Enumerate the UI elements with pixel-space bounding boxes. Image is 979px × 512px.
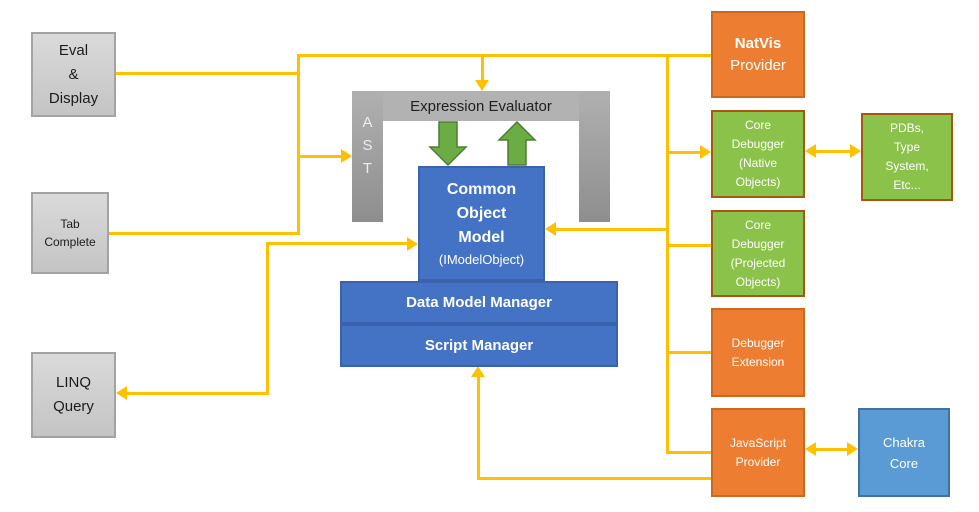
node-core-debugger-projected: Core Debugger (Projected Objects) (711, 210, 805, 297)
green-data-flow-arrows-icon (428, 121, 537, 166)
node-expression-evaluator-label: Expression Evaluator (410, 97, 552, 115)
node-eval-display: Eval & Display (31, 32, 116, 117)
node-natvis-provider-title: NatVis (734, 34, 782, 52)
node-ast-label: A S T (362, 114, 373, 177)
node-javascript-provider: JavaScript Provider (711, 408, 805, 497)
node-natvis-provider: NatVis Provider (711, 11, 805, 98)
connector-debugger-extension-stub (669, 351, 711, 354)
arrowhead-into-ast-icon (341, 149, 352, 163)
node-ast-pillar: A S T (352, 91, 383, 222)
connector-linq-horizontal (127, 392, 268, 395)
node-pdbs-type-system-label: PDBs, Type System, Etc... (885, 121, 929, 192)
connector-core-projected-stub (669, 244, 711, 247)
node-core-debugger-native-label: Core Debugger (Native Objects) (731, 118, 785, 189)
arrowhead-into-javascript-provider-icon (805, 442, 816, 456)
arrowhead-into-com-left-icon (407, 237, 418, 251)
connector-core-native-branch (669, 151, 700, 154)
node-common-object-model-subtitle: (IModelObject) (438, 252, 525, 267)
node-chakra-core: Chakra Core (858, 408, 950, 497)
connector-left-bus (297, 54, 300, 235)
arrowhead-into-expression-evaluator-icon (475, 80, 489, 91)
node-debugger-extension: Debugger Extension (711, 308, 805, 397)
arrowhead-into-chakra-icon (847, 442, 858, 456)
connector-linq-com-horizontal (267, 242, 407, 245)
node-linq-query-label: LINQ Query (53, 374, 94, 415)
connector-javascript-provider-stub (666, 451, 711, 454)
connector-bus-to-com (556, 228, 669, 231)
node-core-debugger-projected-label: Core Debugger (Projected Objects) (730, 217, 786, 289)
node-linq-query: LINQ Query (31, 352, 116, 438)
node-common-object-model-title: Common Object Model (446, 181, 517, 246)
node-javascript-provider-label: JavaScript Provider (729, 435, 787, 469)
node-debugger-extension-label: Debugger Extension (731, 335, 785, 369)
node-data-model-manager-label: Data Model Manager (406, 294, 552, 311)
node-script-manager-label: Script Manager (424, 337, 534, 354)
node-natvis-provider-subtitle: Provider (730, 56, 786, 74)
node-expression-evaluator: Expression Evaluator (383, 91, 579, 121)
node-tab-complete: Tab Complete (31, 192, 109, 274)
node-eval-display-label: Eval & Display (48, 41, 99, 107)
connector-native-pdbs (815, 150, 851, 153)
arrowhead-into-pdbs-icon (850, 144, 861, 158)
node-chakra-core-label: Chakra Core (883, 434, 925, 471)
arrowhead-into-com-right-icon (545, 222, 556, 236)
connector-right-bus (666, 54, 669, 454)
node-right-pillar (579, 91, 610, 222)
arrowhead-into-core-native-right-icon (805, 144, 816, 158)
connector-eval-display (116, 72, 300, 75)
connector-ast-branch (300, 155, 341, 158)
connector-bottom-line (477, 477, 711, 480)
connector-expression-evaluator-branch (481, 55, 484, 80)
connector-linq-vertical (266, 242, 269, 395)
node-script-manager: Script Manager (340, 324, 618, 367)
connector-tab-complete (109, 232, 300, 235)
node-data-model-manager: Data Model Manager (340, 281, 618, 324)
node-core-debugger-native: Core Debugger (Native Objects) (711, 110, 805, 198)
connector-js-chakra (815, 448, 848, 451)
arrowhead-into-script-manager-icon (471, 366, 485, 377)
arrowhead-into-linq-icon (116, 386, 127, 400)
node-pdbs-type-system: PDBs, Type System, Etc... (861, 113, 953, 201)
node-common-object-model: Common Object Model (IModelObject) (418, 166, 545, 281)
connector-script-manager-vertical (477, 377, 480, 480)
arrowhead-into-core-native-icon (700, 145, 711, 159)
connector-top-bus (297, 54, 711, 57)
node-tab-complete-label: Tab Complete (44, 217, 96, 249)
